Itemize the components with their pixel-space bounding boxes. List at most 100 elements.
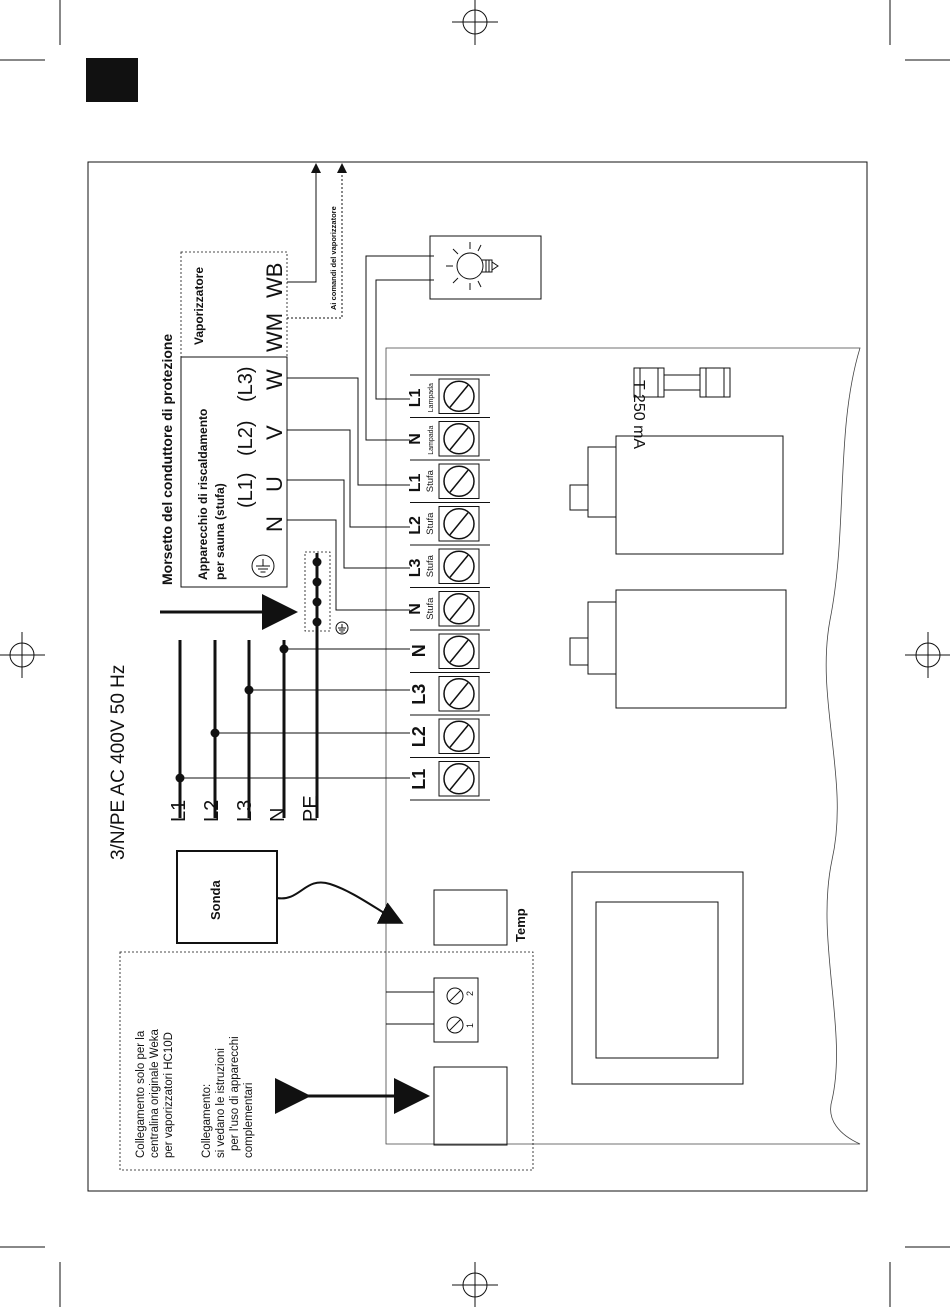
terminal-label: L1 bbox=[407, 473, 424, 492]
heater-terminal-v: V bbox=[262, 425, 287, 440]
pe-junction-dot bbox=[312, 597, 322, 607]
heater-label-l1: (L1) bbox=[235, 472, 257, 508]
vaporizer-controls-label: Ai comandi del vaporizzatore bbox=[329, 206, 338, 310]
junction-dot bbox=[175, 773, 185, 783]
accessory-connector bbox=[433, 1066, 508, 1146]
terminal-screw-box bbox=[438, 548, 480, 584]
pe-junction-dot bbox=[312, 617, 322, 627]
temp-connector bbox=[433, 889, 508, 946]
note2-line: per l'uso di apparecchi bbox=[229, 1036, 241, 1151]
vaporizer-terminal-wb: WB bbox=[262, 263, 287, 298]
supply-line-label: L2 bbox=[201, 800, 223, 822]
terminal-screw-box bbox=[438, 591, 480, 627]
screw-icon bbox=[443, 678, 475, 710]
heater-terminal-n: N bbox=[262, 516, 287, 532]
fuse-icon bbox=[633, 367, 731, 398]
note2-line: si vedano le istruzioni bbox=[215, 1048, 227, 1158]
terminal-sublabel: Stufa bbox=[425, 597, 436, 620]
note1-line: Collegamento solo per la bbox=[135, 1030, 147, 1158]
language-tab-block bbox=[86, 58, 138, 102]
heater-terminal-w: W bbox=[262, 369, 287, 390]
pe-junction-dot bbox=[312, 557, 322, 567]
screw-slot bbox=[449, 427, 469, 451]
lamp-wiring bbox=[365, 255, 434, 441]
heater-label-l3: (L3) bbox=[235, 366, 257, 402]
supply-line-label: PE bbox=[300, 795, 322, 822]
control-unit-outline bbox=[385, 347, 861, 1145]
terminal-sublabel: Stufa bbox=[425, 554, 436, 577]
terminal-screw-box bbox=[438, 718, 480, 754]
terminal-label: N bbox=[409, 644, 429, 657]
terminal-screw-box bbox=[438, 378, 480, 414]
junction-dot bbox=[210, 728, 220, 738]
screw-slot bbox=[449, 384, 469, 408]
screw-icon bbox=[443, 763, 475, 795]
relay bbox=[569, 589, 787, 709]
note1-line: per vaporizzatori HC10D bbox=[163, 1032, 175, 1158]
screw-icon bbox=[443, 465, 475, 497]
screw-slot bbox=[449, 469, 469, 493]
terminal-label: L1 bbox=[409, 769, 429, 790]
vaporizer-terminal-wm: WM bbox=[262, 313, 287, 352]
sensor-box bbox=[176, 850, 278, 944]
bulb-icon bbox=[446, 242, 499, 290]
screw-icon bbox=[443, 593, 475, 625]
supply-line-label: L3 bbox=[234, 800, 256, 822]
terminal-label: N bbox=[407, 433, 424, 445]
small-terminal bbox=[433, 977, 479, 1043]
small-terminal-wires bbox=[386, 991, 434, 1025]
earth-icon bbox=[251, 554, 275, 578]
screw-icon bbox=[443, 720, 475, 752]
note2-line: complementari bbox=[243, 1083, 255, 1158]
lamp-box bbox=[429, 235, 542, 300]
sensor-cable bbox=[276, 881, 404, 924]
note1-line: centralina originale Weka bbox=[149, 1028, 161, 1158]
junction-dot bbox=[279, 644, 289, 654]
screw-icon bbox=[443, 635, 475, 667]
screw-slot bbox=[449, 724, 469, 748]
vaporizer-title: Vaporizzatore bbox=[192, 267, 206, 345]
small-terminal-label-2: 2 bbox=[465, 991, 475, 996]
screw-slot bbox=[449, 639, 469, 663]
relay bbox=[569, 435, 784, 555]
terminal-label: L2 bbox=[407, 516, 424, 535]
terminal-label: N bbox=[407, 603, 424, 615]
screw-icon bbox=[446, 987, 464, 1034]
earth-icon bbox=[335, 621, 349, 635]
screw-slot bbox=[449, 682, 469, 706]
terminal-label: L3 bbox=[409, 684, 429, 705]
protective-terminal-box bbox=[304, 551, 331, 632]
vaporizer-control-lines bbox=[287, 163, 347, 319]
heater-wiring bbox=[287, 377, 410, 611]
supply-connections bbox=[180, 648, 410, 779]
temp-label: Temp bbox=[513, 908, 528, 942]
sensor-label: Sonda bbox=[208, 880, 223, 920]
screw-icon bbox=[443, 423, 475, 455]
terminal-sublabel: Stufa bbox=[425, 469, 436, 492]
note2-line: Collegamento: bbox=[201, 1084, 213, 1158]
terminal-sublabel: Lampada bbox=[428, 425, 435, 454]
screw-icon bbox=[443, 550, 475, 582]
junction-dot bbox=[244, 685, 254, 695]
heater-title-line1: Apparecchio di riscaldamento bbox=[196, 409, 210, 580]
terminal-screw-box bbox=[438, 676, 480, 712]
small-terminal-label-1: 1 bbox=[465, 1023, 475, 1028]
terminal-sublabel: Stufa bbox=[425, 512, 436, 535]
screw-slot bbox=[449, 767, 469, 791]
display bbox=[571, 871, 744, 1085]
screw-slot bbox=[449, 512, 469, 536]
notes-box bbox=[119, 951, 534, 1171]
heater-label-l2: (L2) bbox=[235, 420, 257, 456]
terminal-screw-box bbox=[438, 633, 480, 669]
terminal-sublabel: Lampada bbox=[428, 383, 435, 412]
terminal-label: L3 bbox=[407, 558, 424, 577]
vaporizer-box bbox=[180, 251, 288, 358]
protective-terminal-label: Morsetto del conduttore di protezione bbox=[159, 334, 175, 585]
screw-slot bbox=[449, 554, 469, 578]
terminal-screw-box bbox=[438, 761, 480, 797]
supply-line-label: N bbox=[267, 808, 289, 822]
pe-junction-dot bbox=[312, 577, 322, 587]
